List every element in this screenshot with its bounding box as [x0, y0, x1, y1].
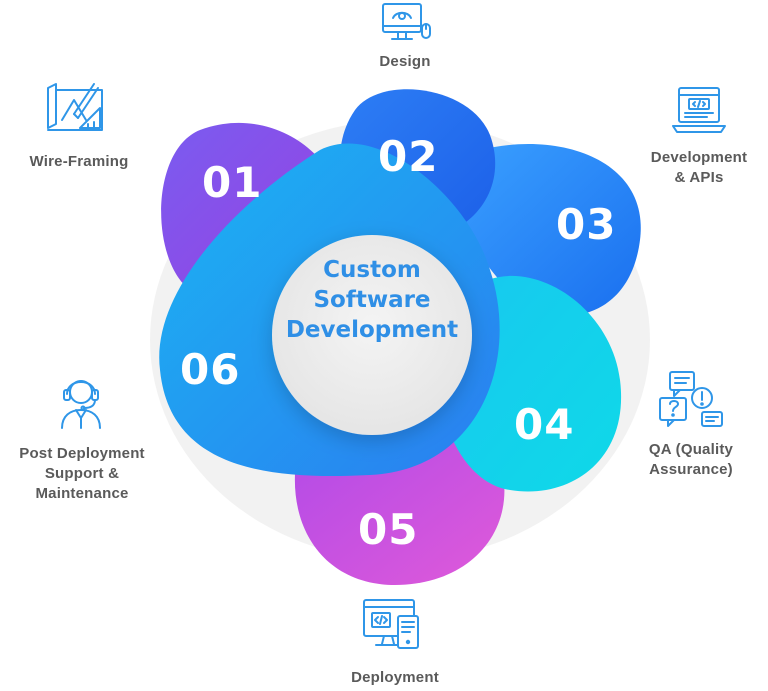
- step-number-04: 04: [514, 400, 575, 449]
- step-label-development-line1: Development: [650, 149, 748, 166]
- step-label-qa-line1: QA (Quality: [648, 441, 734, 458]
- step-label-post-deployment-line3: Maintenance: [35, 485, 129, 502]
- step-label-development-apis: Development & APIs: [636, 148, 762, 188]
- step-label-development-line2: & APIs: [674, 169, 724, 186]
- step-number-06: 06: [180, 345, 241, 394]
- devices-code-icon: [363, 599, 419, 649]
- laptop-code-icon: [672, 87, 726, 133]
- step-label-post-deployment-line1: Post Deployment: [19, 445, 145, 462]
- center-title-line3: Development: [285, 317, 459, 343]
- step-number-02: 02: [378, 132, 439, 181]
- step-number-05: 05: [358, 505, 419, 554]
- step-label-post-deployment: Post Deployment Support & Maintenance: [2, 444, 162, 504]
- step-label-post-deployment-line2: Support &: [44, 465, 120, 482]
- blueprint-ruler-icon: [47, 83, 103, 131]
- headset-support-icon: [61, 380, 101, 429]
- center-title-line2: Software: [313, 287, 431, 313]
- center-title-line1: Custom: [323, 257, 421, 283]
- center-title: Custom Software Development: [272, 255, 472, 345]
- step-label-wire-framing: Wire-Framing: [29, 153, 129, 170]
- chat-question-icon: [659, 371, 723, 427]
- step-number-01: 01: [202, 158, 263, 207]
- center-circle: [272, 235, 472, 435]
- petal-03: [457, 144, 641, 316]
- step-number-03: 03: [556, 200, 617, 249]
- step-label-deployment: Deployment: [351, 669, 439, 686]
- step-label-qa: QA (Quality Assurance): [636, 440, 746, 480]
- step-label-qa-line2: Assurance): [649, 461, 733, 478]
- step-label-design: Design: [379, 53, 431, 70]
- monitor-mouse-icon: [382, 3, 431, 40]
